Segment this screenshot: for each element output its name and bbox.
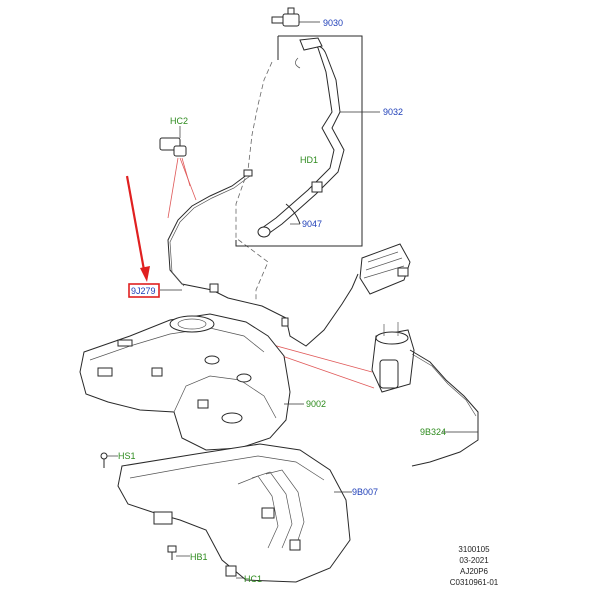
- label-hc1: HC1: [244, 574, 262, 584]
- fastener-hs1: [100, 452, 118, 468]
- label-9030: 9030: [323, 18, 343, 28]
- ref-line-1: 3100105: [458, 545, 490, 554]
- part-9047-hose: [285, 203, 301, 225]
- label-hd1: HD1: [300, 155, 318, 165]
- ref-line-2: 03-2021: [459, 556, 489, 565]
- reference-block: 3100105 03-2021 AJ20P6 C0310961-01: [450, 545, 499, 587]
- label-9b324: 9B324: [420, 427, 446, 437]
- part-9032-filler-neck: [257, 37, 380, 238]
- part-9030-filler-valve: [271, 7, 320, 27]
- ref-line-4: C0310961-01: [450, 578, 499, 587]
- label-hb1: HB1: [190, 552, 208, 562]
- highlight-box-9j279: [128, 283, 160, 298]
- part-9002-fuel-tank: [79, 313, 304, 451]
- fastener-hb1: [167, 545, 190, 560]
- label-9047: 9047: [302, 219, 322, 229]
- label-9032: 9032: [383, 107, 403, 117]
- label-9b007: 9B007: [352, 487, 378, 497]
- fastener-hc1: [225, 565, 244, 579]
- label-hs1: HS1: [118, 451, 136, 461]
- label-hc2: HC2: [170, 116, 188, 126]
- part-evap-canister: [359, 243, 411, 295]
- part-fuel-pump-module: [371, 322, 415, 393]
- filler-group-bracket: [235, 35, 363, 300]
- part-9j279-vent-line: [160, 169, 359, 347]
- ref-line-3: AJ20P6: [460, 567, 489, 576]
- label-9j279: 9J279: [131, 286, 156, 296]
- part-9b324-fuel-line: [409, 349, 479, 467]
- red-arrow-icon: [125, 175, 150, 282]
- part-9b007-heat-shield: [117, 443, 352, 583]
- clip-hc2: [159, 126, 197, 219]
- label-9002: 9002: [306, 399, 326, 409]
